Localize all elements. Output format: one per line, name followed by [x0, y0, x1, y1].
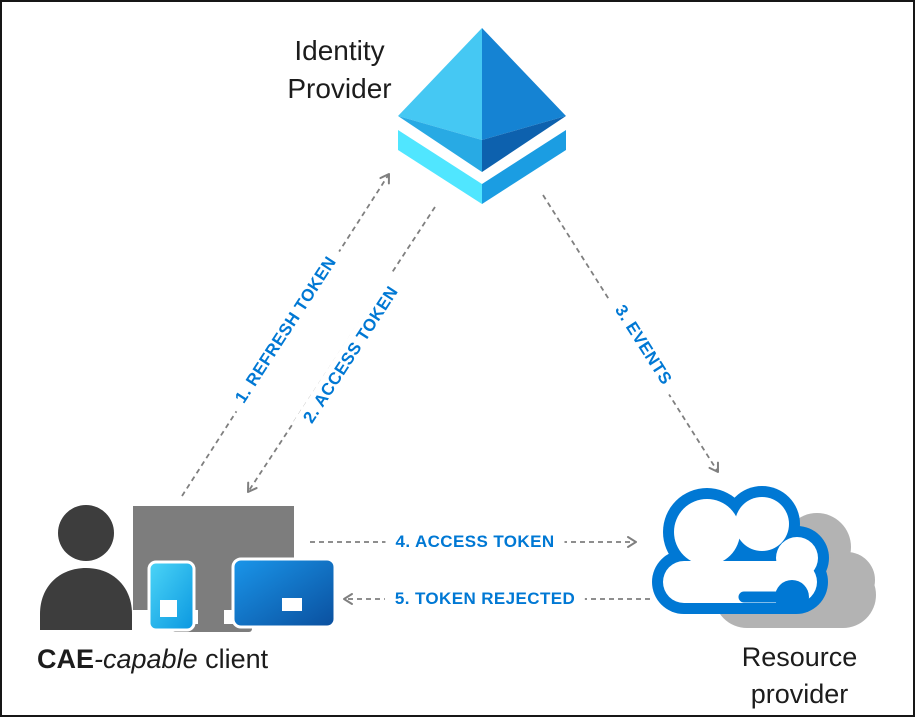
- person-head: [58, 505, 114, 561]
- client-label-regular: client: [197, 644, 269, 674]
- person-body: [40, 568, 132, 630]
- azure-ad-pyramid-icon: [398, 28, 566, 204]
- laptop-icon: [231, 557, 337, 629]
- resource-provider-label: Resource provider: [712, 639, 887, 713]
- flow-label-4-access-token: 4. ACCESS TOKEN: [385, 530, 565, 554]
- identity-provider-label-line1: Identity: [294, 35, 385, 66]
- identity-provider-label-line2: Provider: [287, 73, 392, 104]
- pyramid-band-left: [398, 130, 482, 204]
- identity-provider-label: Identity Provider: [252, 32, 427, 108]
- smartphone-icon: [147, 560, 196, 632]
- laptop-body: [231, 557, 337, 629]
- pyramid-face-lower-right: [482, 116, 566, 172]
- person-icon: [40, 505, 132, 630]
- client-label-bold: CAE: [37, 644, 95, 674]
- pyramid-face-upper-right: [482, 28, 566, 140]
- flow-label-5-token-rejected: 5. TOKEN REJECTED: [384, 587, 586, 611]
- monitor-neck: [198, 610, 224, 626]
- resource-provider-label-line1: Resource: [741, 642, 858, 672]
- resource-provider-label-line2: provider: [750, 679, 849, 709]
- cloud-plug-dot: [775, 580, 809, 614]
- client-icon-group: [40, 505, 337, 632]
- smartphone-screen: [160, 600, 177, 617]
- pyramid-band-right: [482, 130, 566, 204]
- cloud-icon: [652, 486, 876, 628]
- client-label: CAE-capable client: [37, 644, 268, 675]
- client-label-italic: -capable: [94, 644, 198, 674]
- arrow-2-access-token: [247, 206, 436, 493]
- smartphone-body: [147, 560, 196, 632]
- pyramid-face-lower-left: [398, 116, 482, 172]
- laptop-screen: [282, 598, 302, 611]
- pyramid-face-upper-left: [398, 28, 482, 140]
